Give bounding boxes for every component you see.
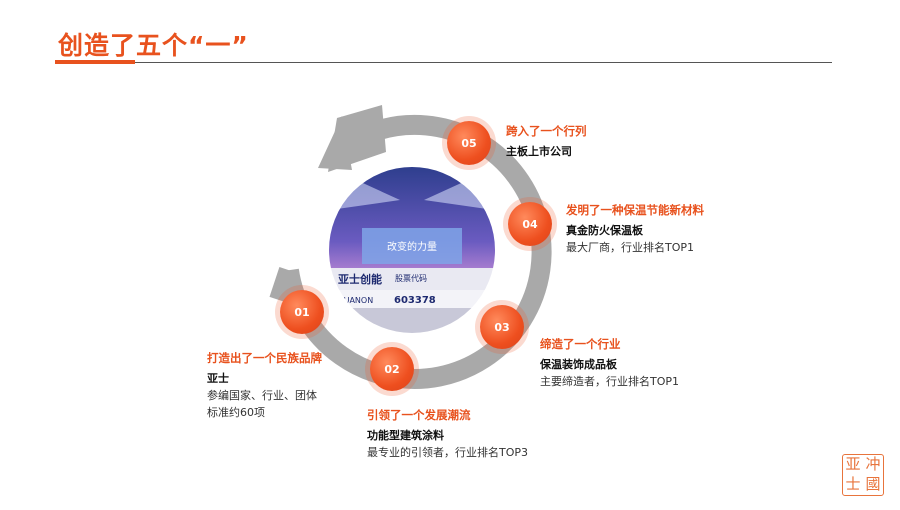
milestone-callout-04: 发明了一种保温节能新材料 真金防火保温板 最大厂商，行业排名TOP1 bbox=[566, 202, 704, 256]
milestone-head: 打造出了一个民族品牌 bbox=[207, 351, 322, 365]
brand-seal-logo: 亚 冲 士 國 bbox=[842, 454, 884, 496]
photo-sign-brand-en: CUANON bbox=[338, 296, 373, 305]
milestone-product: 真金防火保温板 bbox=[566, 224, 643, 237]
milestone-head: 发明了一种保温节能新材料 bbox=[566, 203, 704, 217]
cycle-arrowhead-tip bbox=[318, 116, 352, 170]
milestone-callout-01: 打造出了一个民族品牌 亚士 参编国家、行业、团体 标准约60项 bbox=[207, 350, 322, 421]
milestone-desc: 标准约60项 bbox=[207, 406, 265, 419]
seal-glyph: 亚 bbox=[845, 455, 861, 473]
seal-glyph: 國 bbox=[865, 475, 881, 493]
title-underline bbox=[135, 62, 832, 63]
page-title: 创造了五个“一” bbox=[58, 31, 249, 60]
title-underline-accent bbox=[55, 60, 135, 64]
milestone-callout-02: 引领了一个发展潮流 功能型建筑涂料 最专业的引领者，行业排名TOP3 bbox=[367, 407, 528, 461]
photo-sign-stock-label: 股票代码 bbox=[395, 273, 427, 283]
milestone-desc: 最专业的引领者，行业排名TOP3 bbox=[367, 446, 529, 459]
seal-glyph: 冲 bbox=[865, 455, 881, 473]
milestone-node-05: 05 bbox=[447, 121, 491, 165]
milestone-product: 主板上市公司 bbox=[506, 145, 572, 158]
milestone-product: 亚士 bbox=[207, 372, 229, 385]
photo-sign-brand: 亚士创能 bbox=[338, 272, 382, 286]
cycle-arrow-tail bbox=[269, 267, 299, 304]
photo-sign-stock-code: 603378 bbox=[394, 295, 436, 306]
milestone-node-02: 02 bbox=[370, 347, 414, 391]
milestone-head: 引领了一个发展潮流 bbox=[367, 408, 471, 422]
milestone-node-04: 04 bbox=[508, 202, 552, 246]
milestone-node-01: 01 bbox=[280, 290, 324, 334]
milestone-desc: 主要缔造者，行业排名TOP1 bbox=[540, 375, 680, 388]
seal-glyph: 士 bbox=[845, 475, 861, 493]
milestone-desc: 参编国家、行业、团体 bbox=[207, 389, 317, 402]
milestone-desc: 最大厂商，行业排名TOP1 bbox=[566, 241, 695, 254]
milestone-callout-05: 跨入了一个行列 主板上市公司 bbox=[506, 123, 587, 160]
milestone-node-03: 03 bbox=[480, 305, 524, 349]
milestone-product: 保温装饰成品板 bbox=[540, 358, 617, 371]
milestone-head: 缔造了一个行业 bbox=[540, 337, 621, 351]
milestone-product: 功能型建筑涂料 bbox=[367, 429, 444, 442]
photo-banner-text: 改变的力量 bbox=[387, 240, 437, 253]
milestone-callout-03: 缔造了一个行业 保温装饰成品板 主要缔造者，行业排名TOP1 bbox=[540, 336, 679, 390]
milestone-head: 跨入了一个行列 bbox=[506, 124, 587, 138]
